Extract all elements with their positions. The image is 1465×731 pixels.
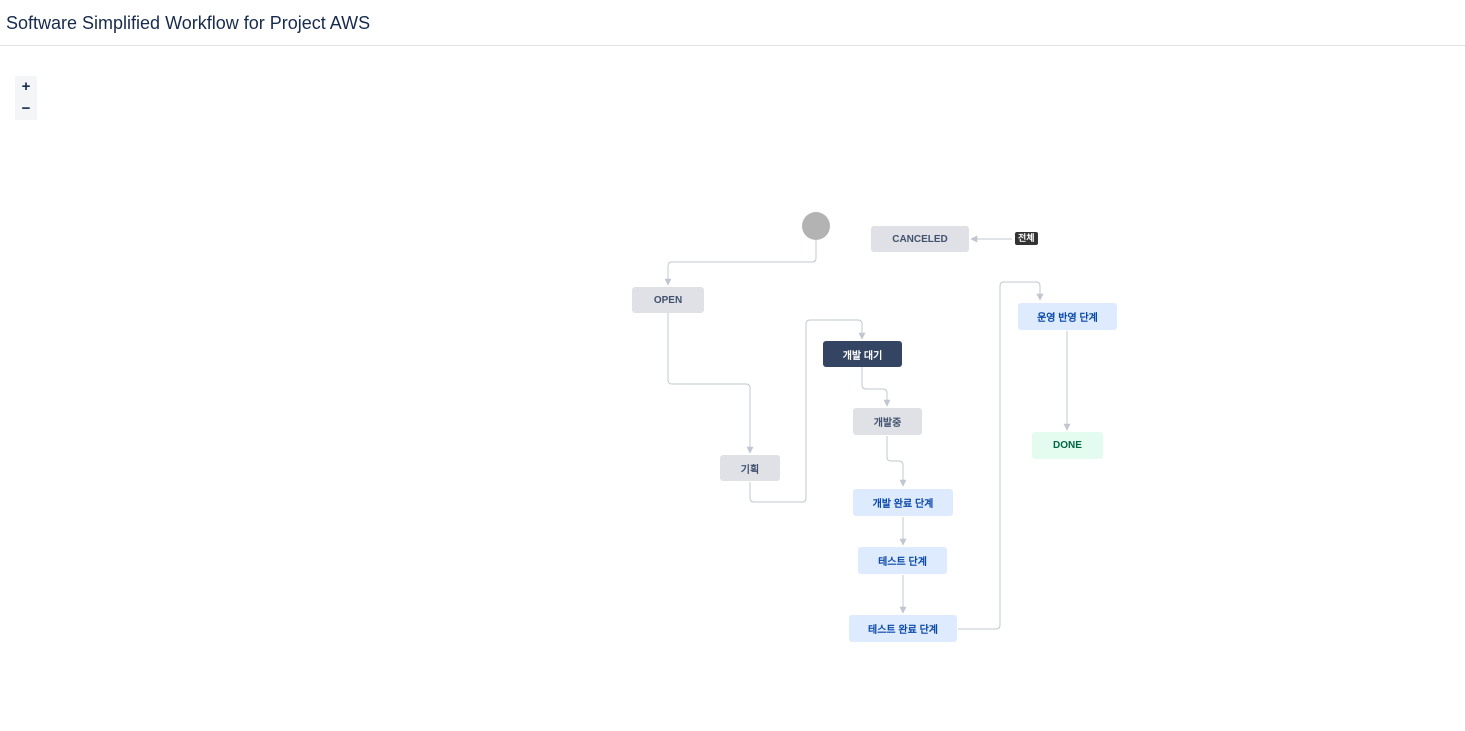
status-in-dev[interactable]: 개발중 (853, 408, 922, 435)
global-transition-tag[interactable]: 전체 (1015, 232, 1038, 245)
status-release-stage[interactable]: 운영 반영 단계 (1018, 303, 1117, 330)
status-test-complete-stage[interactable]: 테스트 완료 단계 (849, 615, 957, 642)
zoom-controls: + − (15, 76, 37, 120)
status-open[interactable]: OPEN (632, 287, 704, 313)
status-test-stage[interactable]: 테스트 단계 (858, 547, 947, 574)
page-header: Software Simplified Workflow for Project… (0, 0, 1465, 46)
start-node (802, 212, 830, 240)
status-dev-waiting[interactable]: 개발 대기 (823, 341, 902, 367)
status-done[interactable]: DONE (1032, 432, 1103, 459)
zoom-in-button[interactable]: + (21, 78, 31, 95)
transition-in-dev-to-dev-complete[interactable] (886, 436, 907, 487)
transition-test-complete-to-release[interactable] (958, 281, 1044, 630)
transition-dev-waiting-to-in-dev[interactable] (861, 367, 891, 407)
transition-open-to-planning[interactable] (667, 313, 754, 454)
status-dev-complete-stage[interactable]: 개발 완료 단계 (853, 489, 953, 516)
page-title: Software Simplified Workflow for Project… (6, 13, 371, 33)
status-canceled[interactable]: CANCELED (871, 226, 969, 252)
status-planning[interactable]: 기획 (720, 455, 780, 481)
zoom-out-button[interactable]: − (21, 100, 31, 117)
transition-start-to-open[interactable] (664, 240, 817, 286)
